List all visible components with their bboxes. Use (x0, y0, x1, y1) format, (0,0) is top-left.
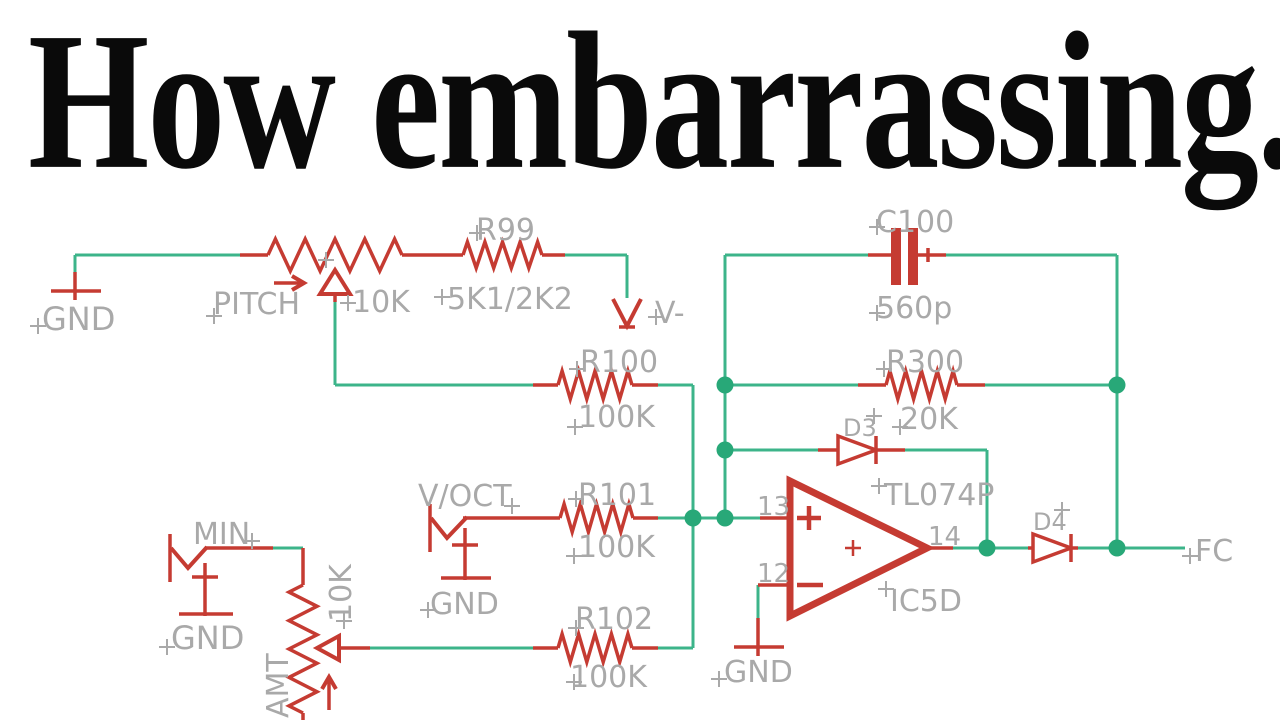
opamp-triangle (786, 475, 935, 622)
label-d4: D4 (1033, 508, 1067, 536)
label-r300: R300 (886, 345, 964, 380)
diode-D4 (1031, 531, 1077, 565)
junction-dot (716, 509, 734, 527)
label-fc: FC (1195, 534, 1233, 569)
label-gnd: GND (42, 300, 115, 338)
page-title: How embarrassing. (28, 0, 1280, 210)
resistor-PITCH-pot (266, 234, 404, 276)
label-r100: R100 (580, 345, 658, 380)
junction-dot (1108, 376, 1126, 394)
junction-dot (1108, 539, 1126, 557)
label-d3: D3 (843, 414, 877, 442)
jack-min-contact (169, 545, 209, 572)
label-10k: 10K (352, 285, 411, 320)
label-12: 12 (757, 559, 790, 589)
label-gnd: GND (724, 655, 793, 690)
resistor-R100 (556, 364, 634, 406)
label-100k: 100K (570, 660, 648, 695)
label-14: 14 (928, 522, 961, 552)
label-560p: 560p (876, 291, 952, 326)
label-c100: C100 (876, 205, 954, 240)
resistor-R99 (461, 236, 544, 274)
label-min: MIN (193, 517, 250, 552)
label-pitch: PITCH (213, 287, 300, 322)
vneg-arrow (611, 298, 643, 331)
label-v: V- (655, 296, 685, 331)
label-gnd: GND (171, 619, 244, 657)
diode-D3 (836, 433, 882, 467)
capacitor-plate-C100 (908, 228, 918, 285)
junction-dot (716, 376, 734, 394)
junction-dot (716, 441, 734, 459)
jack-voct-contact (429, 515, 469, 542)
label-5k12k2: 5K1/2K2 (447, 282, 573, 317)
capacitor-plate-C100 (891, 228, 901, 285)
label-voct: V/OCT (418, 479, 512, 514)
label-r99: R99 (476, 213, 535, 248)
label-ic5d: IC5D (890, 584, 962, 619)
pitch-pot-arrow-head (290, 274, 308, 292)
resistor-R300 (884, 364, 959, 406)
label-amt: AMT (261, 653, 296, 718)
pitch-pot-wiper (316, 266, 354, 296)
junction-dot (684, 509, 702, 527)
junction-dot (978, 539, 996, 557)
label-13: 13 (757, 492, 790, 522)
label-20k: 20K (900, 402, 959, 437)
label-100k: 100K (578, 400, 656, 435)
label-tl074p: TL074P (883, 478, 994, 513)
amt-pot-wiper (312, 632, 341, 664)
label-r101: R101 (578, 478, 656, 513)
label-100k: 100K (578, 530, 656, 565)
label-r102: R102 (575, 602, 653, 637)
label-10k: 10K (324, 563, 359, 622)
resistor-R102 (556, 627, 634, 669)
resistor-AMT-pot (285, 583, 321, 715)
amt-pot-arrow-head (320, 673, 338, 691)
label-gnd: GND (430, 587, 499, 622)
resistor-R101 (558, 497, 635, 539)
